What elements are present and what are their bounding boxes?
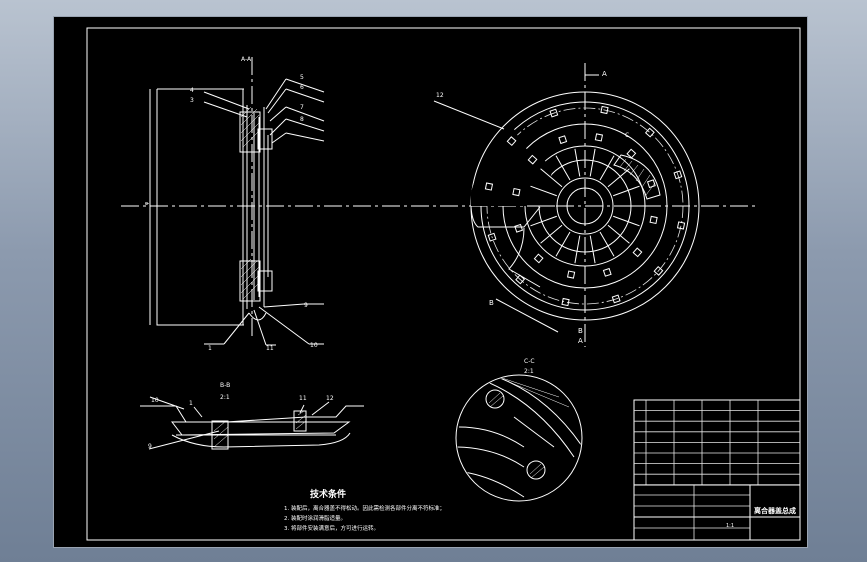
note-1: 1. 装配后，离合器盖不得松动。因此需检测各部件分离不符标准；	[284, 504, 445, 512]
diaphragm-finger	[530, 185, 557, 197]
bolt-hole	[673, 170, 683, 180]
section-b-scale: 2:1	[220, 394, 230, 401]
note-3: 3. 将部件安装满意后，方可进行运转。	[284, 524, 379, 532]
diaphragm-finger	[574, 148, 581, 177]
callout-10: 10	[310, 342, 318, 349]
mark-b-right: B	[578, 327, 583, 335]
diaphragm-finger	[589, 235, 596, 264]
bolt-hole	[558, 135, 568, 145]
callout-b-10: 10	[151, 397, 159, 404]
bolt-hole	[632, 247, 643, 258]
notes-title: 技术条件	[310, 488, 346, 500]
bolt-hole	[566, 270, 576, 279]
mark-a-top: A	[602, 70, 607, 78]
diaphragm-finger	[607, 168, 630, 188]
bolt-hole	[646, 179, 656, 189]
cad-drawing: A-A φ	[86, 27, 801, 541]
bolt-hole	[487, 232, 497, 242]
callout-b-1: 1	[189, 400, 193, 407]
bolt-hole	[514, 223, 524, 233]
diaphragm-finger	[607, 224, 630, 244]
bolt-hole	[594, 133, 604, 142]
diaphragm-finger	[613, 185, 640, 197]
bolt-hole	[644, 127, 655, 138]
note-2: 2. 装配时涂润滑脂适量。	[284, 514, 346, 522]
diaphragm-finger	[555, 155, 571, 181]
bolt-hole	[549, 108, 559, 118]
diaphragm-finger	[530, 215, 557, 227]
section-b-label: B-B	[220, 382, 230, 389]
callout-b-11: 11	[299, 395, 307, 402]
callout-12: 12	[436, 92, 444, 99]
bolt-hole	[506, 136, 517, 147]
bolt-hole	[626, 148, 637, 159]
callout-8: 8	[300, 116, 304, 123]
detail-c-view: C-C 2:1	[455, 358, 583, 502]
mark-c: C	[625, 132, 629, 139]
callout-4: 4	[190, 87, 194, 94]
front-view: A A B B C 12	[433, 63, 700, 347]
bolt-hole	[653, 265, 664, 276]
detail-c-label: C-C	[524, 358, 535, 365]
section-b-view: B-B 2:1 10 1 9 11 12	[140, 382, 364, 450]
technical-notes: 技术条件 1. 装配后，离合器盖不得松动。因此需检测各部件分离不符标准； 2. …	[284, 488, 445, 532]
diaphragm-finger	[540, 168, 563, 188]
section-a-label: A-A	[241, 56, 252, 63]
callout-3: 3	[190, 97, 194, 104]
callout-6: 6	[300, 84, 304, 91]
bolt-hole	[533, 253, 544, 264]
bolt-hole	[649, 215, 658, 225]
diaphragm-finger	[540, 224, 563, 244]
diaphragm-finger	[589, 148, 596, 177]
bolt-hole	[602, 267, 612, 277]
callout-5: 5	[300, 74, 304, 81]
bolt-hole	[611, 294, 621, 304]
diaphragm-finger	[574, 235, 581, 264]
mark-a-bottom: A	[578, 337, 583, 345]
callout-7: 7	[300, 104, 304, 111]
svg-text:φ: φ	[144, 201, 150, 205]
diaphragm-finger	[599, 231, 615, 257]
bolt-hole	[676, 221, 686, 230]
callout-b-12: 12	[326, 395, 334, 402]
bolt-hole	[512, 187, 521, 197]
mark-b-left: B	[489, 299, 494, 307]
callout-b-9: 9	[148, 443, 152, 450]
callout-9: 9	[304, 302, 308, 309]
drawing-sheet: A-A φ	[53, 16, 808, 548]
detail-c-scale: 2:1	[524, 368, 534, 375]
title-block: 离合器盖总成 1:1	[633, 399, 801, 541]
drawing-scale: 1:1	[726, 523, 734, 529]
drawing-name: 离合器盖总成	[754, 506, 796, 515]
section-a-view: A-A φ	[144, 56, 325, 352]
bolt-hole	[561, 297, 570, 307]
callout-11: 11	[266, 345, 274, 352]
bolt-hole	[484, 182, 494, 191]
callout-1: 1	[208, 345, 212, 352]
bolt-hole	[515, 274, 526, 285]
diaphragm-finger	[599, 155, 615, 181]
inner-frame	[86, 27, 801, 541]
bolt-hole	[527, 154, 538, 165]
bolt-hole	[600, 105, 609, 115]
diaphragm-finger	[613, 215, 640, 227]
diaphragm-finger	[555, 231, 571, 257]
